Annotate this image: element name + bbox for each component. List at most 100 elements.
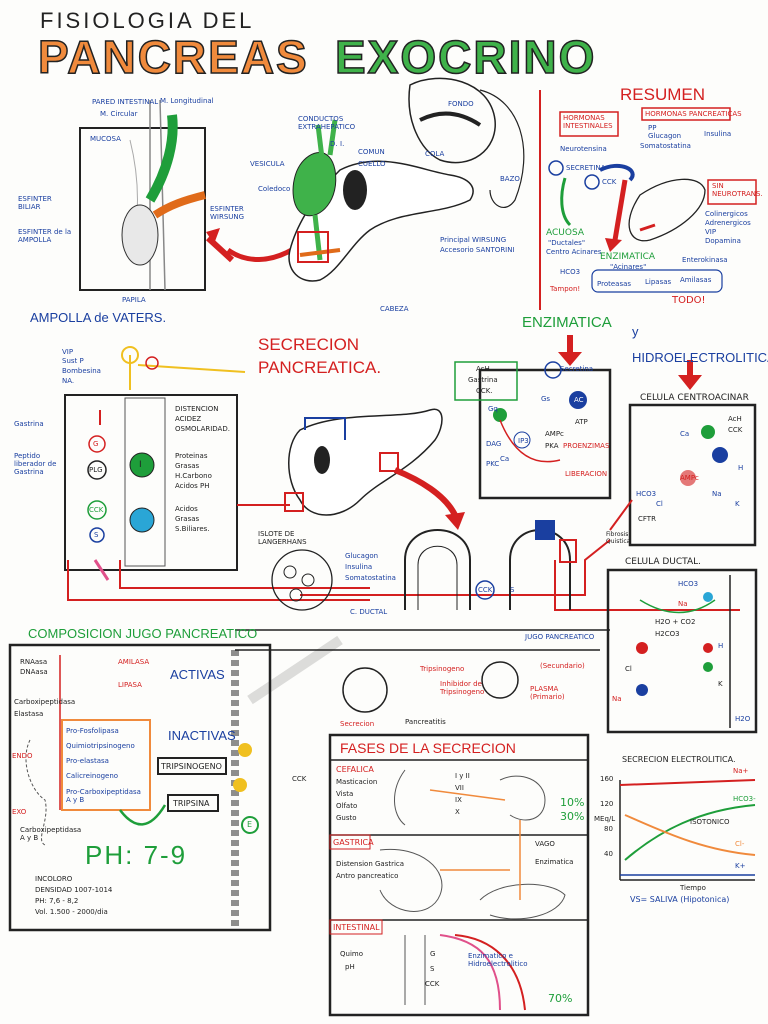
ductal-h2co3: H2CO3 (655, 630, 680, 638)
ductal-cell-box (606, 568, 758, 734)
resumen-box-intestinales: HORMONAS INTESTINALES (563, 114, 613, 130)
sec-inhibidor: Inhibidor de Tripsinogeno (440, 680, 485, 696)
resumen-centro-acinares: Centro Acinares (546, 248, 602, 256)
sec-cck: CCK (89, 506, 104, 514)
i-cell (129, 452, 155, 478)
sec-acidos-ph: Acidos PH (175, 482, 210, 490)
gallbladder (292, 152, 337, 217)
comp-tripsinogeno: TRIPSINOGENO (161, 762, 222, 771)
label-santorini: Accesorio SANTORINI (440, 246, 515, 254)
enzimatica-title: ENZIMATICA (522, 314, 612, 331)
resumen-proteasas: Proteasas (597, 280, 632, 288)
fases-distension: Distension Gastrica (336, 860, 405, 868)
sec-sustp: Sust P (62, 357, 84, 365)
resumen-enzimatica: ENZIMATICA (600, 252, 656, 262)
composicion-title: COMPOSICION JUGO PANCREATICO (28, 626, 258, 641)
enz-ca: Ca (500, 455, 510, 463)
comp-rnaasa: RNAasa (20, 658, 48, 666)
centro-cl: Cl (656, 500, 663, 508)
islote-label: ISLOTE DE LANGERHANS (258, 530, 307, 546)
fases-box (328, 733, 590, 1017)
centro-cftr: CFTR (638, 515, 656, 523)
enz-box-gastrina: Gastrina (468, 376, 498, 384)
hidro-ductal-title: CELULA DUCTAL. (625, 557, 701, 567)
label-conductos: CONDUCTOS EXTRAHEPATICO (298, 115, 356, 131)
resumen-adrenergicos: Adrenergicos (705, 219, 751, 227)
enz-ampc: AMPc (545, 430, 564, 438)
title-line1: FISIOLOGIA DEL (40, 8, 255, 33)
fases-70: 70% (548, 992, 573, 1005)
hidro-title: HIDROELECTROLITICA (632, 350, 768, 365)
fases-nerve-1: I y II (455, 772, 470, 780)
centro-ca: Ca (680, 430, 690, 438)
composicion-box (8, 643, 272, 932)
fases-enz-hidro: Enzimatico e Hidroelectrolitico (468, 952, 528, 968)
resumen-neurotensina: Neurotensina (560, 145, 607, 153)
resumen-vip: VIP (705, 228, 717, 236)
chart-ytick-40: 40 (604, 850, 613, 858)
chart-ytick-80: 80 (604, 825, 613, 833)
sec-secrecion: Secrecion (340, 720, 375, 728)
sec-tripsinogeno: Tripsinogeno (420, 665, 465, 673)
chart-ylabel: MEq/L (594, 815, 616, 823)
islote-somatostatina: Somatostatina (345, 574, 396, 582)
comp-activas: ACTIVAS (170, 667, 225, 682)
fases-enzimatica: Enzimatica (535, 858, 574, 866)
comp-tripsina: TRIPSINA (173, 799, 210, 808)
fases-olfato: Olfato (336, 802, 358, 810)
fases-cefalica: CEFALICA (336, 765, 374, 774)
chart-series-cl: Cl- (735, 840, 745, 848)
centro-k: K (735, 500, 740, 508)
label-i: I. (340, 140, 345, 148)
chart-ytick-160: 160 (600, 775, 614, 783)
centro-ampc: AMPc (680, 474, 699, 482)
main-duct (235, 629, 610, 651)
fases-vista: Vista (336, 790, 354, 798)
label-d: D. (330, 140, 338, 148)
comp-amilasa: AMILASA (118, 658, 150, 666)
chart-series-hco3: HCO3- (733, 795, 756, 803)
resumen-pp: PP (648, 124, 657, 132)
comp-lipasa: LIPASA (118, 681, 142, 689)
sec-sbiliares: S.Biliares. (175, 525, 210, 533)
fases-intestinal: INTESTINAL (333, 923, 380, 932)
sec-grasas2: Grasas (175, 515, 200, 523)
chart-xlabel: Tiempo (680, 884, 706, 892)
sec-hcarbono: H.Carbono (175, 472, 212, 480)
resumen-acuosa: ACUOSA (546, 228, 584, 238)
resumen-box-pancreaticas: HORMONAS PANCREATICAS (645, 110, 742, 118)
islote-glucagon: Glucagon (345, 552, 379, 560)
fases-nerve-9: IX (455, 796, 462, 804)
label-esfinter-biliar: ESFINTER BILIAR (18, 195, 52, 211)
sec-bombesina: Bombesina (62, 367, 101, 375)
acinus-1 (404, 529, 471, 610)
sec-c-ductal: C. DUCTAL (350, 608, 388, 616)
ductal-na-bottom: Na (612, 695, 622, 703)
centro-hco3: HCO3 (636, 490, 657, 498)
hidro-centroacinar-title: CELULA CENTROACINAR (640, 393, 749, 403)
resumen-lipasas: Lipasas (645, 278, 672, 286)
enz-atp: ATP (575, 418, 588, 426)
label-coledoco: Coledoco (258, 185, 291, 193)
centro-h: H (738, 464, 744, 472)
ductal-k: K (718, 680, 723, 688)
label-papila: PAPILA (122, 296, 146, 304)
label-esfinter-ampolla: ESFINTER de la AMPOLLA (18, 228, 72, 244)
sec-plasma: PLASMA (Primario) (530, 685, 565, 701)
comp-incoloro: INCOLORO (35, 875, 73, 883)
enz-ip3: IP3 (518, 437, 529, 445)
enzimatica-y: y (632, 324, 639, 339)
ductal-na: Na (678, 600, 688, 608)
label-bazo: BAZO (500, 175, 520, 183)
islet (271, 549, 333, 611)
sec-proteinas: Proteinas (175, 452, 208, 460)
islote-insulina: Insulina (345, 563, 373, 571)
centroacinar-box (628, 403, 757, 547)
comp-ph: PH: 7-9 (85, 840, 188, 870)
ampulla-shape (121, 204, 159, 266)
label-pared-intestinal: PARED INTESTINAL (92, 98, 159, 106)
fases-masticacion: Masticacion (336, 778, 378, 786)
comp-ph-range: PH: 7,6 - 8,2 (35, 897, 79, 905)
enz-secretina: Secretina (560, 365, 594, 373)
comp-carboxi-ab: Carboxipeptidasa A y B (20, 826, 82, 842)
